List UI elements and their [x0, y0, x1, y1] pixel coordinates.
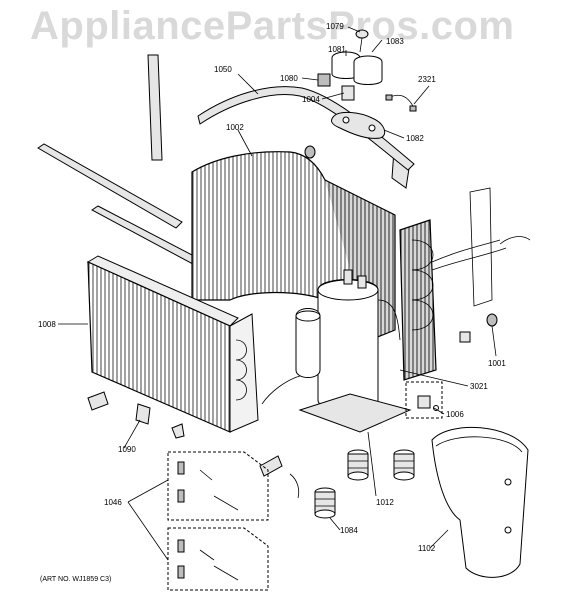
callout-3021: 3021 [470, 382, 488, 391]
small-parts-left [87, 391, 300, 499]
callout-1080: 1080 [280, 74, 298, 83]
callout-labels: 1079 1081 1083 1050 1080 2321 1004 1002 … [38, 22, 506, 583]
callout-1001: 1001 [488, 359, 506, 368]
callout-1008: 1008 [38, 320, 56, 329]
callout-1090: 1090 [118, 445, 136, 454]
valve-parts-top [304, 29, 417, 159]
callout-1002: 1002 [226, 123, 244, 132]
leader-lines [58, 26, 497, 561]
callout-1102: 1102 [418, 544, 436, 553]
compressor-1012 [261, 269, 412, 433]
small-parts-right [405, 236, 531, 419]
mounts-1084 [314, 449, 415, 519]
shroud-1102 [431, 426, 529, 578]
right-coil-assembly [399, 187, 507, 381]
kit-1046 [167, 451, 269, 591]
art-number: (ART NO. WJ1859 C3) [40, 576, 111, 583]
callout-1082: 1082 [406, 134, 424, 143]
callout-1084: 1084 [340, 526, 358, 535]
callout-1079: 1079 [326, 22, 344, 31]
callout-1006: 1006 [446, 410, 464, 419]
callout-1050: 1050 [214, 65, 232, 74]
callout-1081: 1081 [328, 45, 346, 54]
callout-1083: 1083 [386, 37, 404, 46]
callout-1046: 1046 [104, 498, 122, 507]
coil-1008 [86, 255, 259, 433]
callout-2321: 2321 [418, 75, 436, 84]
callout-1012: 1012 [376, 498, 394, 507]
watermark: AppliancePartsPros.com [30, 4, 515, 48]
callout-1004: 1004 [302, 95, 320, 104]
